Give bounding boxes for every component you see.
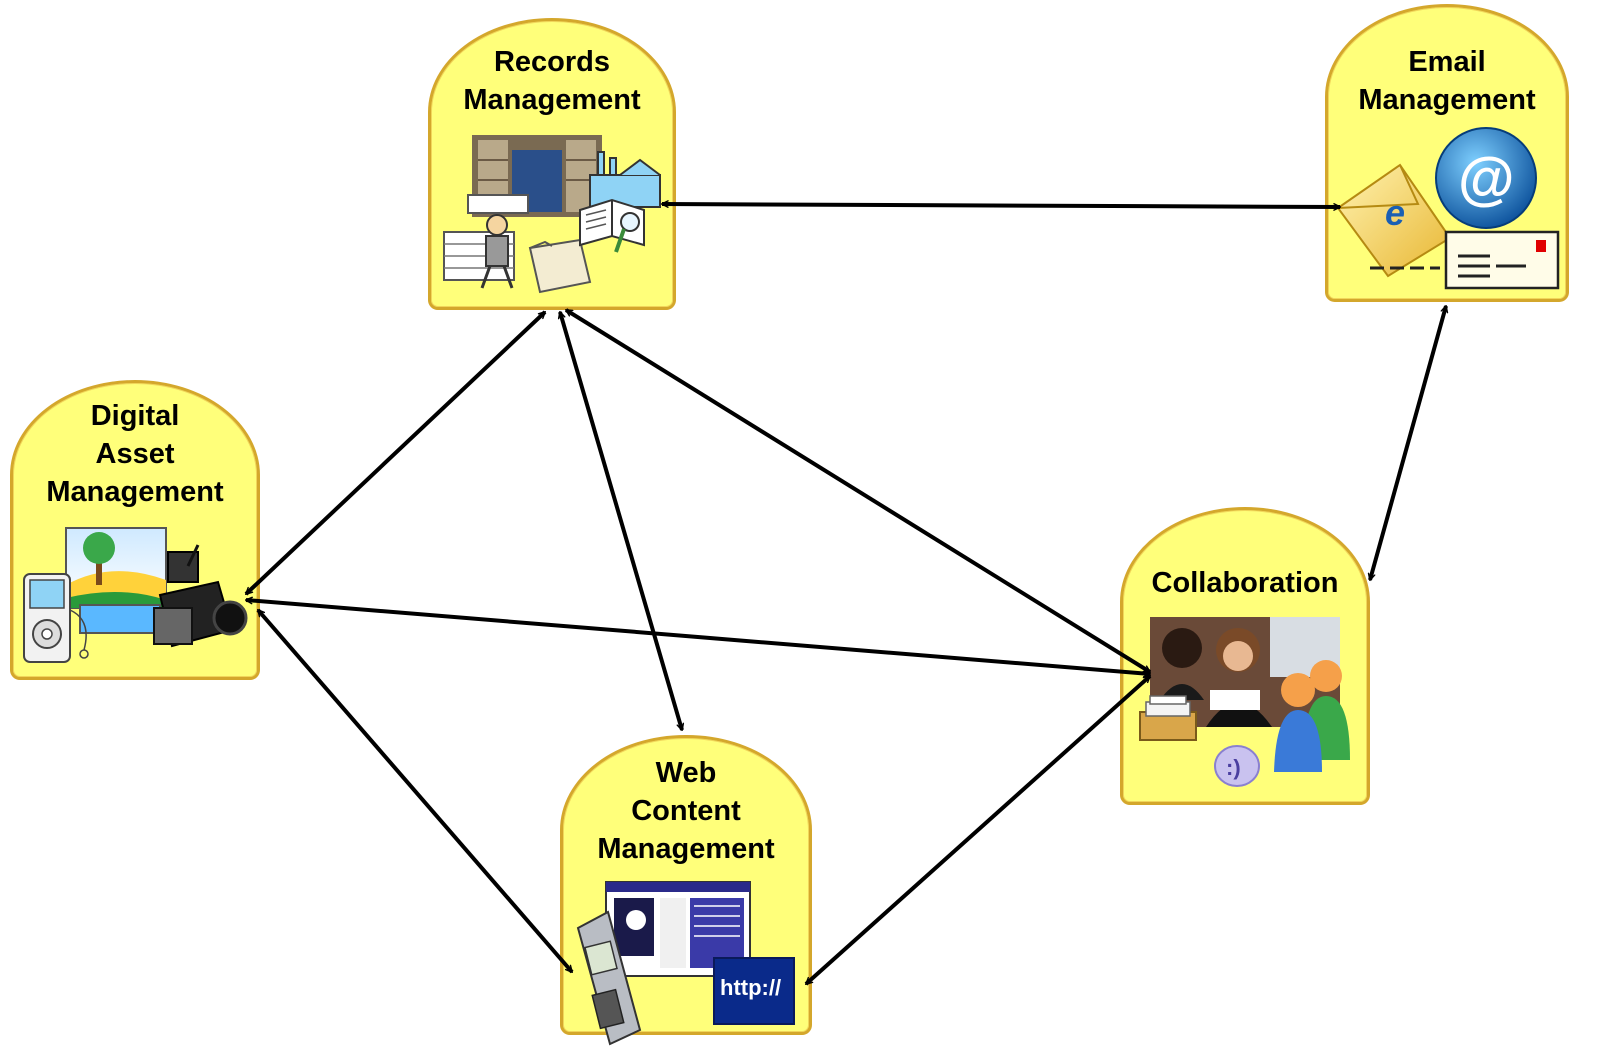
connector-web-collab <box>804 674 1152 986</box>
connector-collab-email <box>1367 304 1449 582</box>
connector-digital-web <box>256 608 574 974</box>
folder-icon <box>528 238 592 294</box>
email-pictures: e @ <box>1336 127 1560 290</box>
open-book-magnifier-icon <box>579 198 645 253</box>
svg-text:@: @ <box>1458 146 1515 211</box>
http-icon: http:// <box>713 957 795 1025</box>
connector-digital-collab <box>244 596 1152 678</box>
collab-pictures: :) <box>1139 617 1350 787</box>
node-title: Digital Asset Management <box>46 400 224 508</box>
connector-records-collab <box>564 308 1152 674</box>
connector-records-web <box>557 310 685 732</box>
web-page-screenshot-icon <box>605 881 751 977</box>
connectors <box>244 200 1449 986</box>
http-label: http:// <box>720 975 781 1000</box>
envelope-icon: e <box>1336 163 1452 278</box>
connector-records-email <box>660 200 1342 211</box>
digital-pictures <box>23 527 248 663</box>
mobile-phone-icon <box>576 910 642 1046</box>
node-title: Collaboration <box>1151 567 1339 599</box>
connector-records-digital <box>244 310 547 596</box>
inbox-tray-icon <box>1139 695 1197 741</box>
svg-text::): :) <box>1226 755 1241 780</box>
chat-bubble-icon: :) <box>1214 745 1260 787</box>
web-pictures: http:// <box>576 881 795 1046</box>
at-sign-icon: @ <box>1435 127 1537 229</box>
mp3-player-icon <box>23 573 89 663</box>
records-pictures <box>443 135 661 294</box>
landscape-photo-icon <box>65 527 167 634</box>
users-icon <box>1274 660 1350 772</box>
node-title: Web Content Management <box>597 757 775 865</box>
node-title: Records Management <box>463 46 641 116</box>
letter-icon <box>1370 230 1560 290</box>
svg-text:e: e <box>1385 192 1405 233</box>
node-title: Email Management <box>1358 46 1536 116</box>
clerk-with-papers-icon <box>443 194 529 289</box>
video-camera-icon <box>153 544 248 648</box>
factory-icon <box>589 151 661 208</box>
